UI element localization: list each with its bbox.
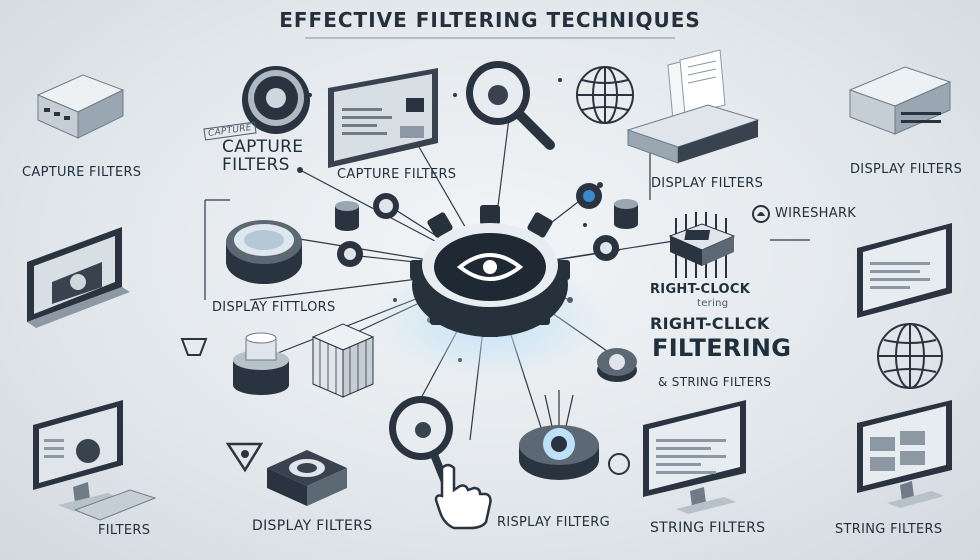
lens-icon <box>226 220 302 284</box>
document-appliance-icon <box>626 49 760 164</box>
server-stack-icon <box>233 332 289 395</box>
laptop-icon <box>27 227 130 328</box>
label-capture-filters-stacked: CAPTURE FILTERS <box>222 137 304 175</box>
magnifier-icon-bottom <box>389 396 453 486</box>
chip-icon <box>668 212 736 278</box>
cursor-hand-icon <box>434 463 492 530</box>
label-display-filters-right: DISPLAY FILTERS <box>850 162 963 177</box>
pill-v-icon <box>608 453 630 475</box>
round-button-icon <box>373 193 399 219</box>
label-tering: tering <box>697 298 729 309</box>
label-display-filters-bottom: DISPLAY FILTERS <box>252 518 373 534</box>
gear-eye-icon <box>410 205 570 337</box>
label-string-filters-bottom-right: STRING FILTERS <box>835 522 943 537</box>
label-display-fittlors: DISPLAY FITTLORS <box>212 300 336 315</box>
network-appliance-icon-right <box>848 66 952 135</box>
small-cylinder-icon-2 <box>614 199 638 229</box>
label-capture-filters-center: CAPTURE FILTERS <box>337 167 457 182</box>
label-wireshark: WIRESHARK <box>775 206 857 221</box>
glowing-sensor-icon <box>519 390 599 480</box>
label-filtering: FILTERING <box>652 334 792 362</box>
magnifier-icon <box>466 61 555 150</box>
label-display-filters-center: DISPLAY FILTERS <box>651 176 764 191</box>
label-capture-filters-left: CAPTURE FILTERS <box>22 165 142 180</box>
dial-icon <box>597 348 637 382</box>
knob-icon <box>242 66 310 134</box>
label-risplay-filterg: RISPLAY FILTERG <box>497 515 610 530</box>
processor-box-icon <box>267 450 347 506</box>
wireshark-fin-icon <box>752 205 770 223</box>
label-filters-bottom-left: FILTERS <box>98 523 151 538</box>
keyboard-icon <box>73 489 157 521</box>
globe-icon <box>576 66 634 124</box>
monitor-icon <box>33 400 123 511</box>
round-button-icon-2 <box>337 241 363 267</box>
capture-screen-icon <box>328 68 438 168</box>
badge-icon <box>576 183 602 209</box>
shield-tag-icon <box>180 338 208 356</box>
small-cylinder-icon <box>335 201 359 231</box>
monitor-icon-right <box>857 223 952 318</box>
label-right-cllck: RIGHT-CLLCK <box>650 314 770 333</box>
label-string-filters-amp: & STRING FILTERS <box>658 375 772 389</box>
monitor-icon-bottom-center <box>643 400 746 514</box>
globe-icon-right <box>877 323 943 389</box>
label-string-filters-bottom: STRING FILTERS <box>650 520 766 536</box>
page-title: EFFECTIVE FILTERING TECHNIQUES <box>279 8 701 32</box>
title-underline <box>305 37 675 39</box>
round-button-icon-3 <box>593 235 619 261</box>
grid-cube-icon <box>311 323 375 398</box>
monitor-icon-bottom-right <box>857 400 952 508</box>
label-right-clock: RIGHT-CLOCK <box>650 282 751 297</box>
network-appliance-icon <box>36 74 125 139</box>
funnel-check-icon <box>225 442 264 473</box>
